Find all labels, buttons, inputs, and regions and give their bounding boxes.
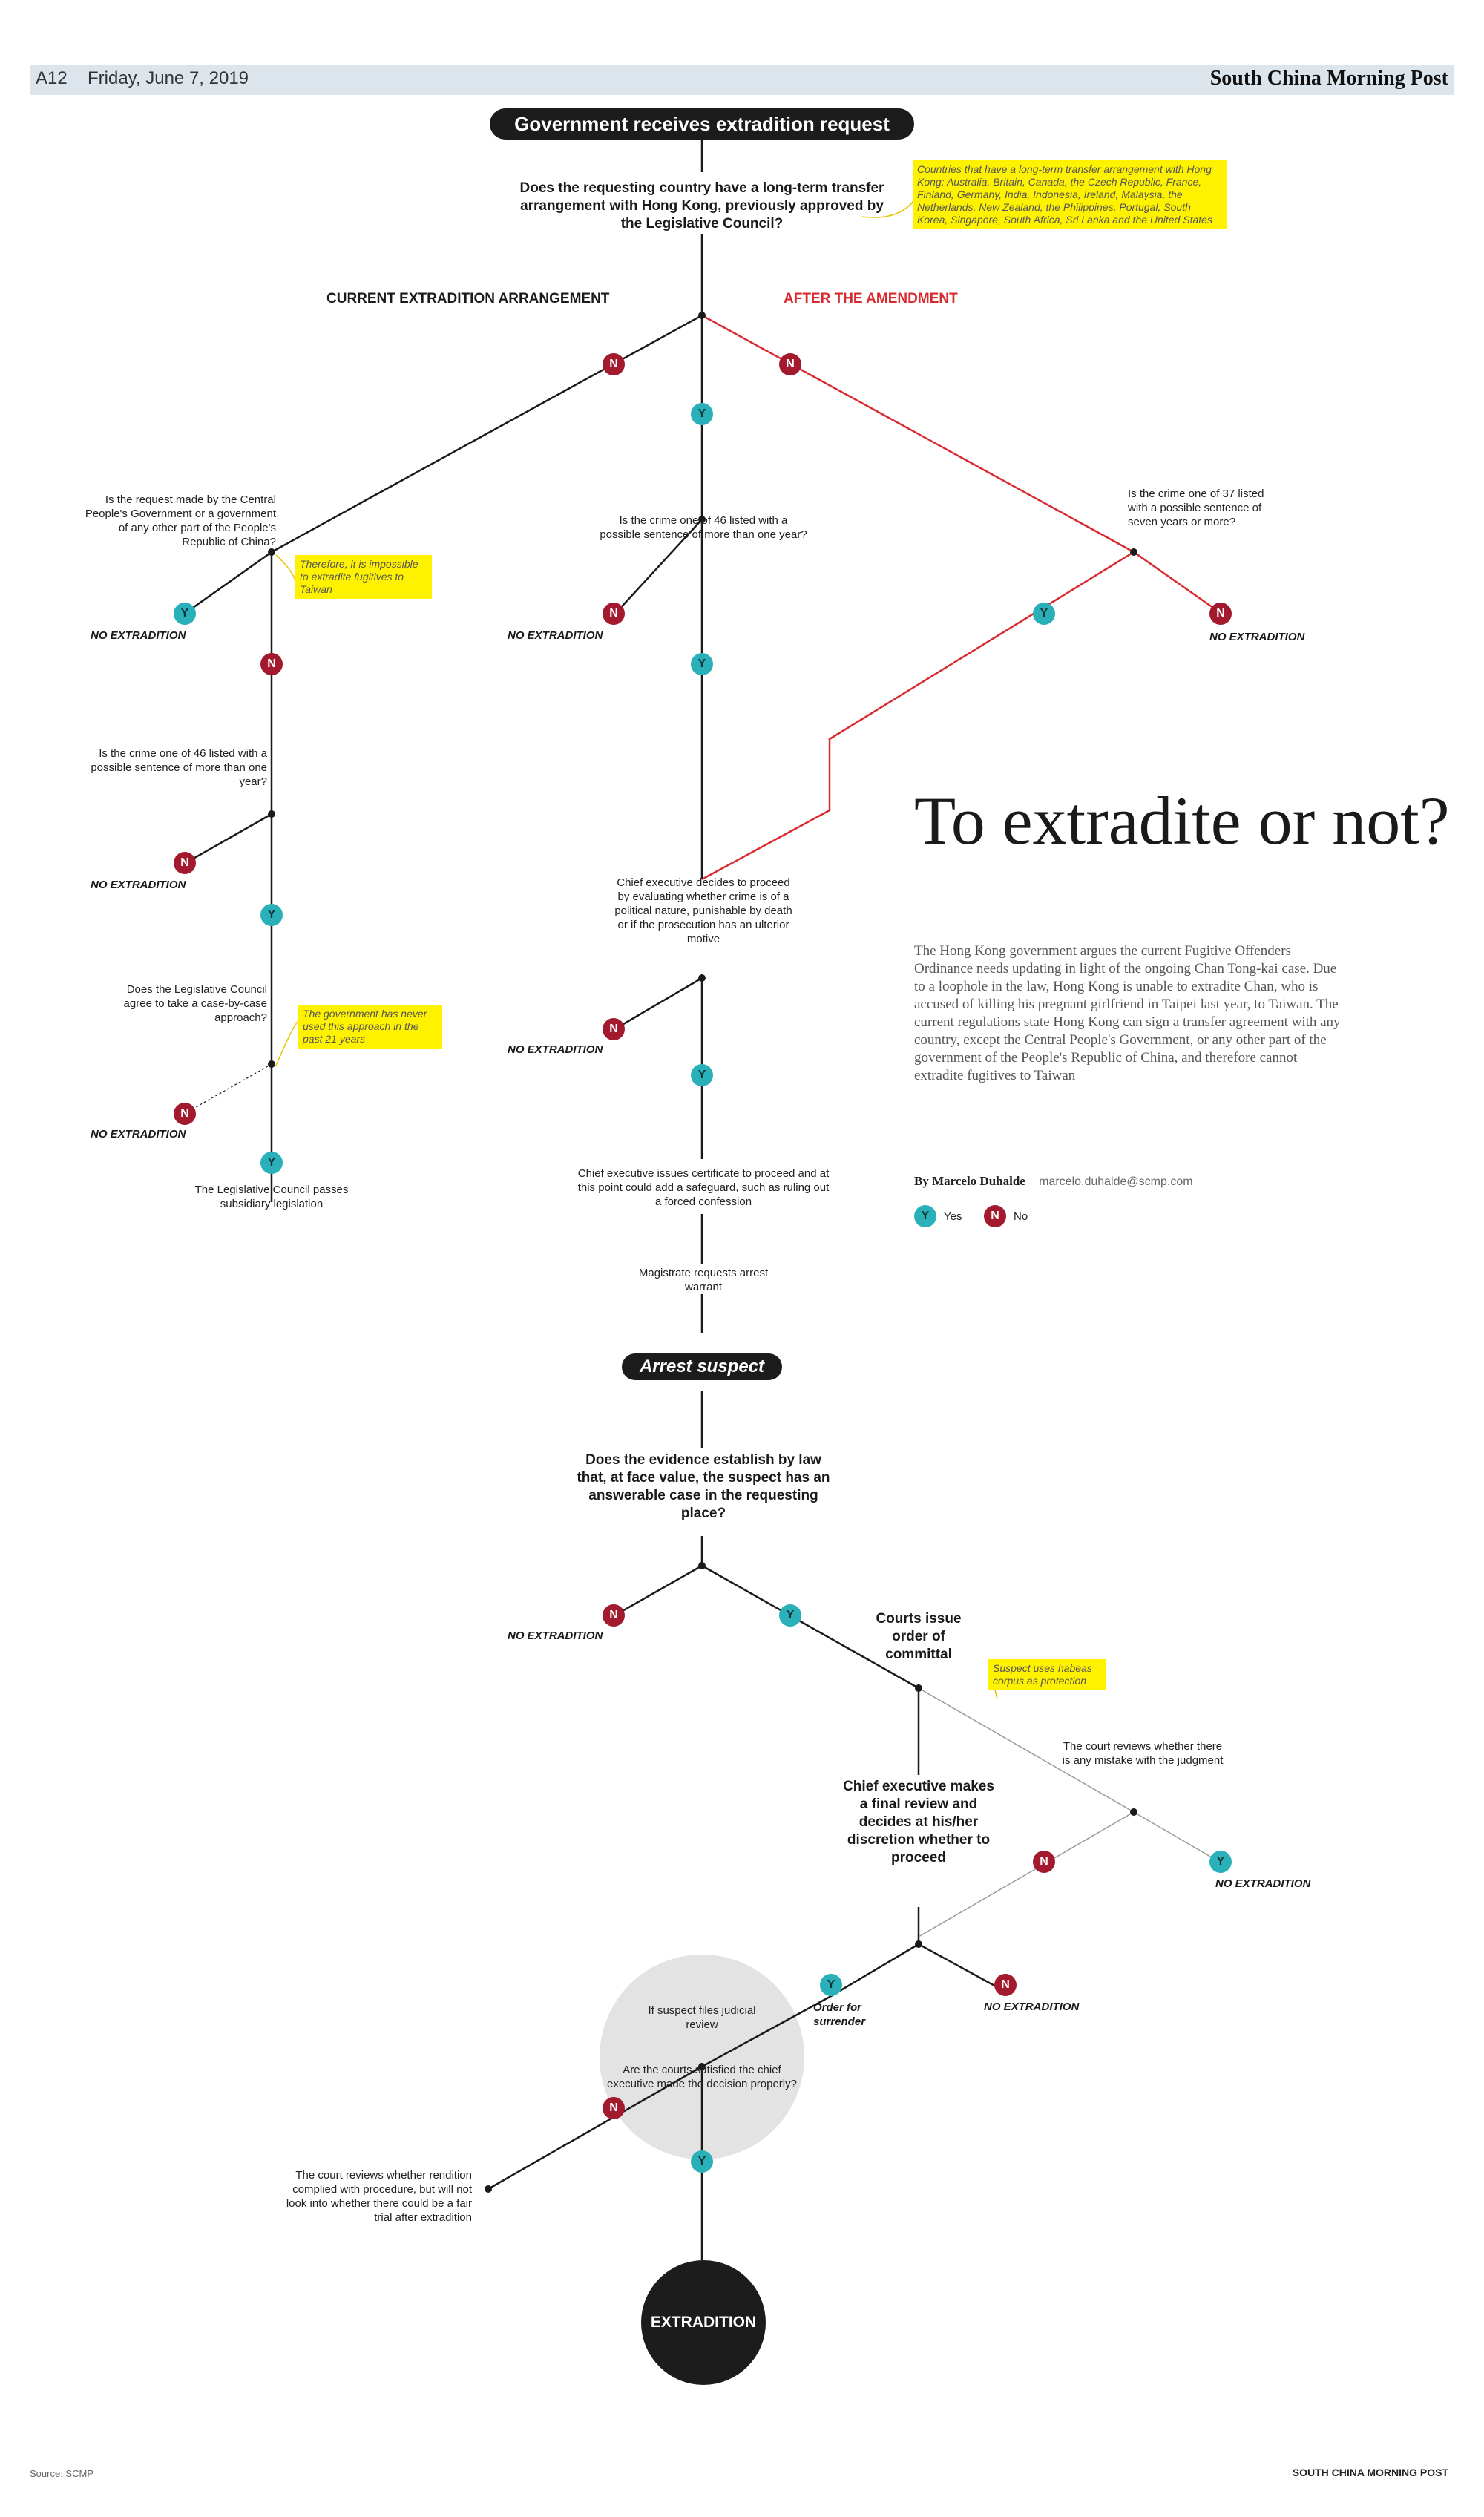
start-pill: Government receives extradition request	[490, 108, 914, 140]
no-extradition-label: NO EXTRADITION	[91, 879, 186, 891]
byline: By Marcelo Duhalde marcelo.duhalde@scmp.…	[914, 1174, 1193, 1189]
question-courts-satisfied: Are the courts satisfied the chief execu…	[607, 2064, 797, 2090]
article-title: To extradite or not?	[914, 783, 1450, 859]
badge-no: N	[603, 1018, 625, 1040]
question-46-crimes-left: Is the crime one of 46 listed with a pos…	[91, 747, 267, 788]
badge-no: N	[1209, 603, 1232, 625]
legend-yes-label: Yes	[944, 1210, 962, 1223]
note-countries: Countries that have a long-term transfer…	[913, 160, 1227, 229]
question-evidence: Does the evidence establish by law that,…	[577, 1452, 830, 1521]
chief-executive-decides: Chief executive decides to proceed by ev…	[614, 876, 792, 945]
chief-executive-certificate: Chief executive issues certificate to pr…	[577, 1167, 830, 1208]
no-extradition-label: NO EXTRADITION	[1215, 1877, 1311, 1890]
badge-yes: Y	[691, 1064, 713, 1086]
question-legco-case-by-case: Does the Legislative Council agree to ta…	[123, 983, 267, 1024]
badge-no: N	[994, 1974, 1017, 1996]
label-after-amendment: AFTER THE AMENDMENT	[784, 291, 958, 306]
badge-no: N	[603, 2097, 625, 2119]
if-judicial-review: If suspect files judicial review	[648, 2004, 756, 2031]
no-extradition-label: NO EXTRADITION	[508, 1043, 603, 1056]
no-extradition-label: NO EXTRADITION	[508, 629, 603, 642]
badge-yes: Y	[779, 1604, 801, 1627]
badge-no: N	[174, 852, 196, 874]
footer-source: Source: SCMP	[30, 2468, 93, 2479]
question-37-crimes: Is the crime one of 37 listed with a pos…	[1128, 488, 1264, 528]
page-number: A12	[36, 68, 68, 88]
no-extradition-label: NO EXTRADITION	[91, 629, 186, 642]
court-reviews-rendition: The court reviews whether rendition comp…	[286, 2169, 472, 2224]
badge-yes: Y	[1033, 603, 1055, 625]
legco-passes-legislation: The Legislative Council passes subsidiar…	[194, 1184, 349, 1210]
badge-yes: Y	[691, 653, 713, 675]
badge-no: N	[779, 353, 801, 375]
badge-no: N	[603, 603, 625, 625]
page-date: Friday, June 7, 2019	[88, 68, 249, 88]
magistrate-arrest-warrant: Magistrate requests arrest warrant	[638, 1267, 769, 1293]
arrest-suspect-pill: Arrest suspect	[622, 1353, 782, 1380]
byline-author: By Marcelo Duhalde	[914, 1174, 1025, 1188]
badge-yes: Y	[260, 1152, 283, 1174]
question-transfer-arrangement: Does the requesting country have a long-…	[519, 180, 884, 232]
badge-yes: Y	[1209, 1851, 1232, 1873]
badge-no: N	[1033, 1851, 1055, 1873]
question-46-crimes-middle: Is the crime one of 46 listed with a pos…	[600, 514, 807, 541]
no-extradition-label: NO EXTRADITION	[91, 1128, 186, 1141]
courts-order-committal: Courts issue order of committal	[876, 1611, 962, 1662]
note-habeas-corpus: Suspect uses habeas corpus as protection	[988, 1659, 1106, 1690]
publication-name: South China Morning Post	[1209, 67, 1448, 90]
legend-no-badge: N	[984, 1205, 1006, 1227]
no-extradition-label: NO EXTRADITION	[508, 1630, 603, 1642]
court-reviews-mistake: The court reviews whether there is any m…	[1062, 1740, 1224, 1767]
badge-yes: Y	[820, 1974, 842, 1996]
note-taiwan-impossible: Therefore, it is impossible to extradite…	[295, 555, 432, 599]
article-intro: The Hong Kong government argues the curr…	[914, 943, 1341, 1083]
badge-yes: Y	[691, 403, 713, 425]
byline-email: marcelo.duhalde@scmp.com	[1039, 1175, 1193, 1188]
badge-no: N	[603, 353, 625, 375]
badge-no: N	[260, 653, 283, 675]
footer-publication: SOUTH CHINA MORNING POST	[1292, 2467, 1448, 2478]
chief-executive-final-review: Chief executive makes a final review and…	[843, 1779, 994, 1865]
legend-no-label: No	[1014, 1210, 1028, 1223]
note-never-used: The government has never used this appro…	[298, 1005, 442, 1049]
page-header-bar	[30, 65, 1454, 95]
extradition-outcome: EXTRADITION	[641, 2260, 766, 2385]
no-extradition-label: NO EXTRADITION	[1209, 631, 1305, 643]
badge-yes: Y	[260, 904, 283, 926]
label-current-arrangement: CURRENT EXTRADITION ARRANGEMENT	[326, 291, 610, 306]
question-central-government: Is the request made by the Central Peopl…	[85, 493, 276, 548]
badge-no: N	[603, 1604, 625, 1627]
order-for-surrender: Order for surrender	[813, 2001, 866, 2028]
badge-no: N	[174, 1103, 196, 1125]
badge-yes: Y	[691, 2150, 713, 2173]
badge-yes: Y	[174, 603, 196, 625]
no-extradition-label: NO EXTRADITION	[984, 2001, 1080, 2013]
legend-yes-badge: Y	[914, 1205, 936, 1227]
